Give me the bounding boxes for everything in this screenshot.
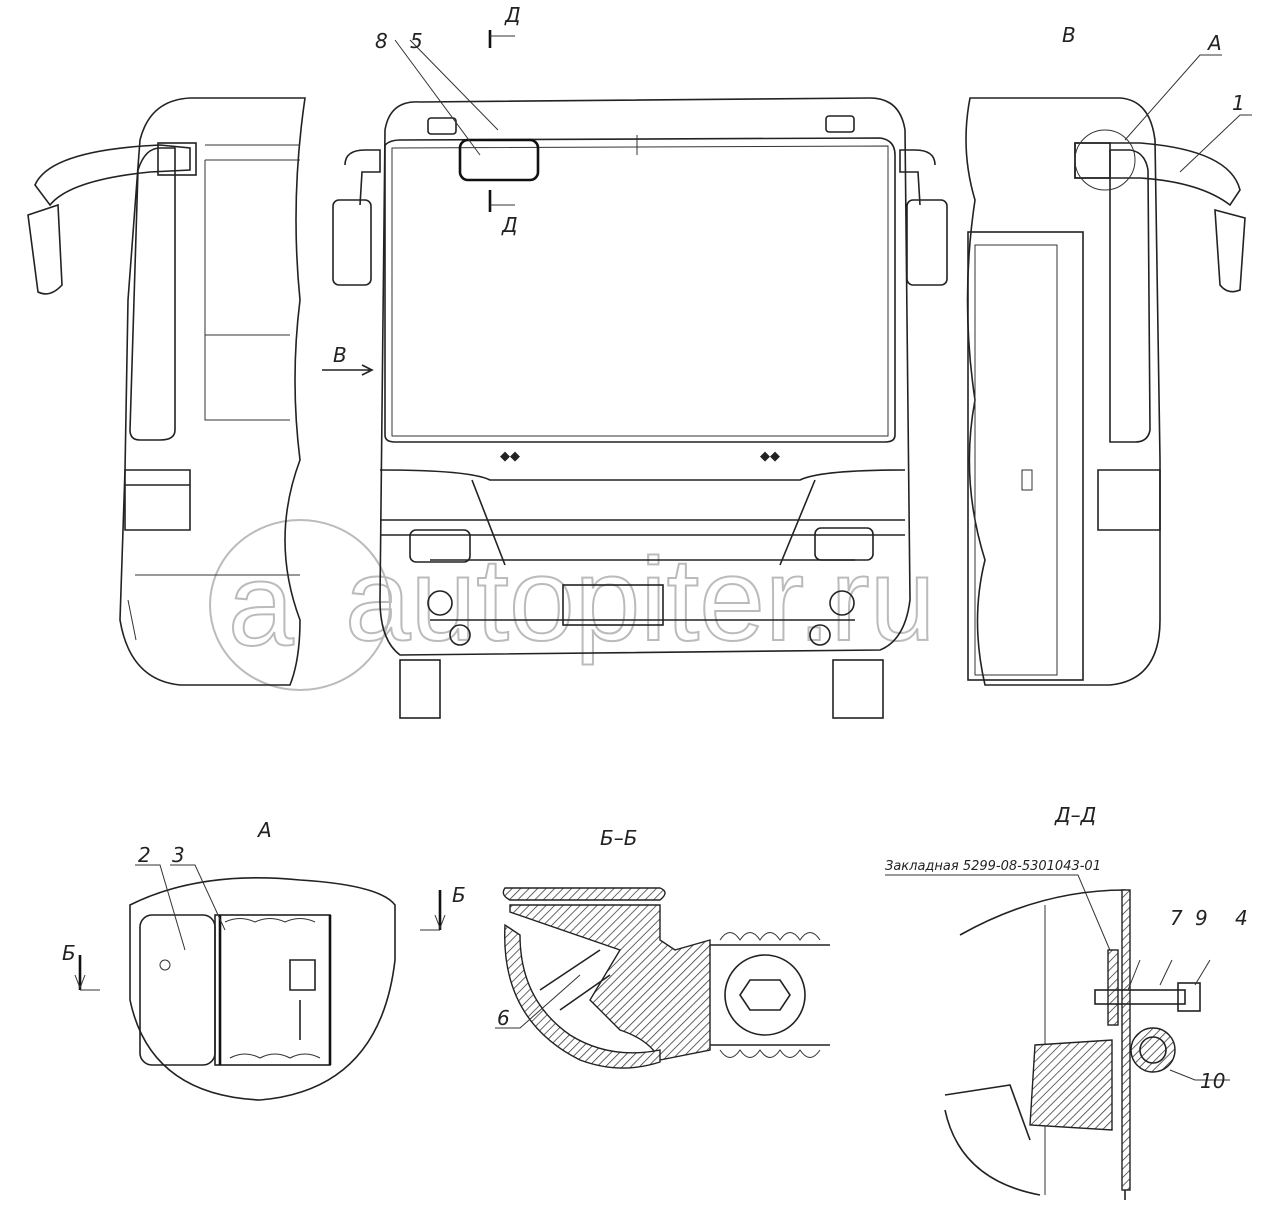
drawing-label: В xyxy=(333,343,347,367)
watermark: a autopiter.ru xyxy=(209,519,936,691)
drawing-label: Б xyxy=(62,941,76,965)
left-side-view xyxy=(27,97,306,686)
detail-a: А 2 3 Б Б xyxy=(62,818,466,1101)
drawing-label: 7 xyxy=(1170,906,1183,930)
drawing-label: 6 xyxy=(497,1006,510,1030)
drawing-label: А xyxy=(256,818,272,842)
right-side-view: А 1 В xyxy=(965,23,1252,686)
section-dd: Д–Д Закладная 5299-08-5301043-01 7 9 4 1… xyxy=(885,803,1248,1200)
drawing-label: 5 xyxy=(410,29,423,53)
drawing-label: В xyxy=(1062,23,1076,47)
drawing-label: 3 xyxy=(172,843,185,867)
svg-text:◆◆: ◆◆ xyxy=(760,449,780,464)
drawing-label: Б–Б xyxy=(600,826,637,850)
drawing-label: Д–Д xyxy=(1054,803,1096,827)
svg-text:◆◆: ◆◆ xyxy=(500,449,520,464)
drawing-label: Д xyxy=(501,213,518,237)
svg-text:a: a xyxy=(228,539,294,671)
drawing-label: 1 xyxy=(1232,91,1245,115)
drawing-label: autopiter.ru xyxy=(345,534,935,666)
drawing-label: А xyxy=(1206,31,1222,55)
drawing-label: 9 xyxy=(1195,906,1208,930)
drawing-label: 4 xyxy=(1235,906,1248,930)
drawing-label: Д xyxy=(504,3,521,27)
dd-section-mark: Д Д xyxy=(488,3,521,237)
drawing-label: Б xyxy=(452,883,466,907)
front-view: Д Д 8 5 В ◆◆ ◆◆ xyxy=(322,3,948,719)
drawing-label: 10 xyxy=(1200,1069,1225,1093)
section-bb: Б–Б 6 xyxy=(495,826,830,1069)
drawing-label: Закладная 5299-08-5301043-01 xyxy=(885,859,1101,874)
drawing-label: 8 xyxy=(375,29,388,53)
drawing-label: 2 xyxy=(138,843,151,867)
